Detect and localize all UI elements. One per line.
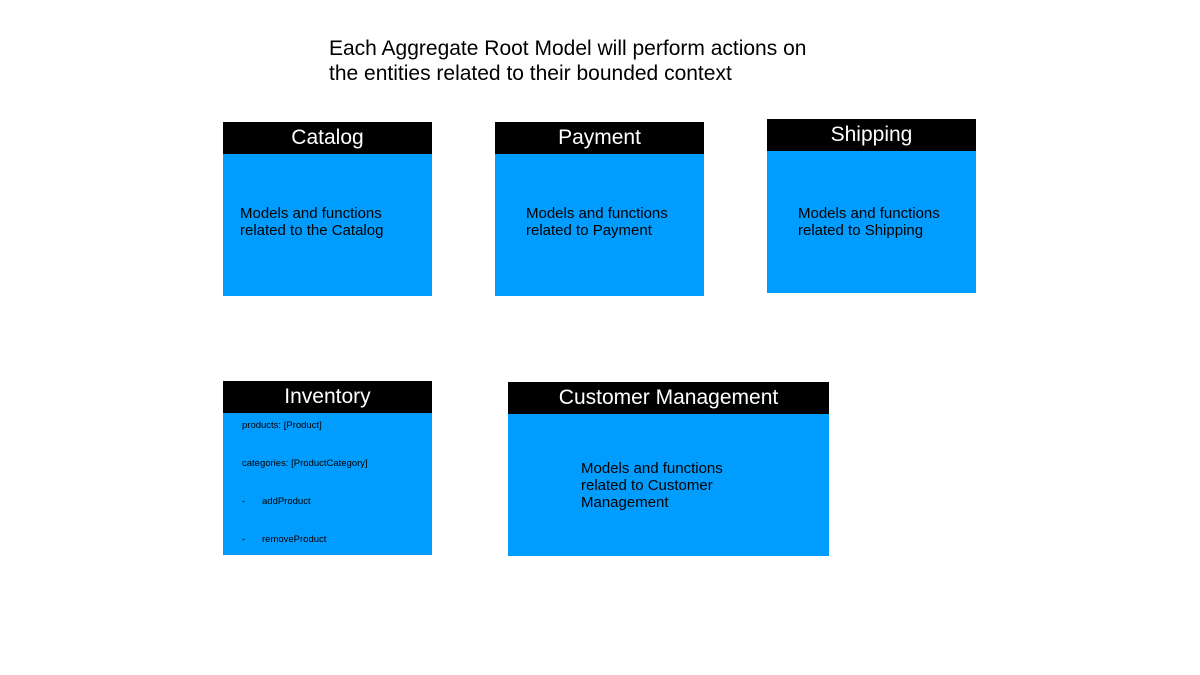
customer-description-line-2: related to Customer bbox=[581, 477, 713, 494]
catalog-header: Catalog bbox=[223, 122, 432, 154]
inventory-remove-product-method: - removeProduct bbox=[242, 534, 326, 546]
title-line-1: Each Aggregate Root Model will perform a… bbox=[329, 37, 807, 60]
payment-box: Payment Models and functions related to … bbox=[495, 122, 704, 296]
catalog-description-line-2: related to the Catalog bbox=[240, 222, 384, 239]
catalog-description-line-1: Models and functions bbox=[240, 205, 382, 222]
shipping-description-line-1: Models and functions bbox=[798, 205, 940, 222]
payment-description-line-1: Models and functions bbox=[526, 205, 668, 222]
catalog-description: Models and functions related to the Cata… bbox=[240, 205, 383, 239]
inventory-header: Inventory bbox=[223, 381, 432, 413]
customer-management-box: Customer Management Models and functions… bbox=[508, 382, 829, 556]
shipping-header: Shipping bbox=[767, 119, 976, 151]
inventory-products-property: products: [Product] bbox=[242, 420, 322, 431]
payment-description-line-2: related to Payment bbox=[526, 222, 652, 239]
inventory-box: Inventory products: [Product] categories… bbox=[223, 381, 432, 555]
payment-header: Payment bbox=[495, 122, 704, 154]
customer-description-line-3: Management bbox=[581, 494, 669, 511]
payment-description: Models and functions related to Payment bbox=[526, 205, 668, 239]
remove-product-label: removeProduct bbox=[262, 534, 327, 545]
add-product-label: addProduct bbox=[262, 496, 311, 507]
shipping-box: Shipping Models and functions related to… bbox=[767, 119, 976, 293]
customer-management-header: Customer Management bbox=[508, 382, 829, 414]
customer-management-description: Models and functions related to Customer… bbox=[581, 460, 723, 511]
method-bullet: - bbox=[242, 534, 246, 545]
inventory-add-product-method: - addProduct bbox=[242, 496, 311, 508]
diagram-title: Each Aggregate Root Model will perform a… bbox=[329, 36, 969, 86]
shipping-description: Models and functions related to Shipping bbox=[798, 205, 940, 239]
inventory-categories-property: categories: [ProductCategory] bbox=[242, 458, 368, 469]
method-bullet: - bbox=[242, 496, 246, 507]
title-line-2: the entities related to their bounded co… bbox=[329, 62, 732, 85]
shipping-description-line-2: related to Shipping bbox=[798, 222, 924, 239]
customer-description-line-1: Models and functions bbox=[581, 460, 723, 477]
catalog-box: Catalog Models and functions related to … bbox=[223, 122, 432, 296]
